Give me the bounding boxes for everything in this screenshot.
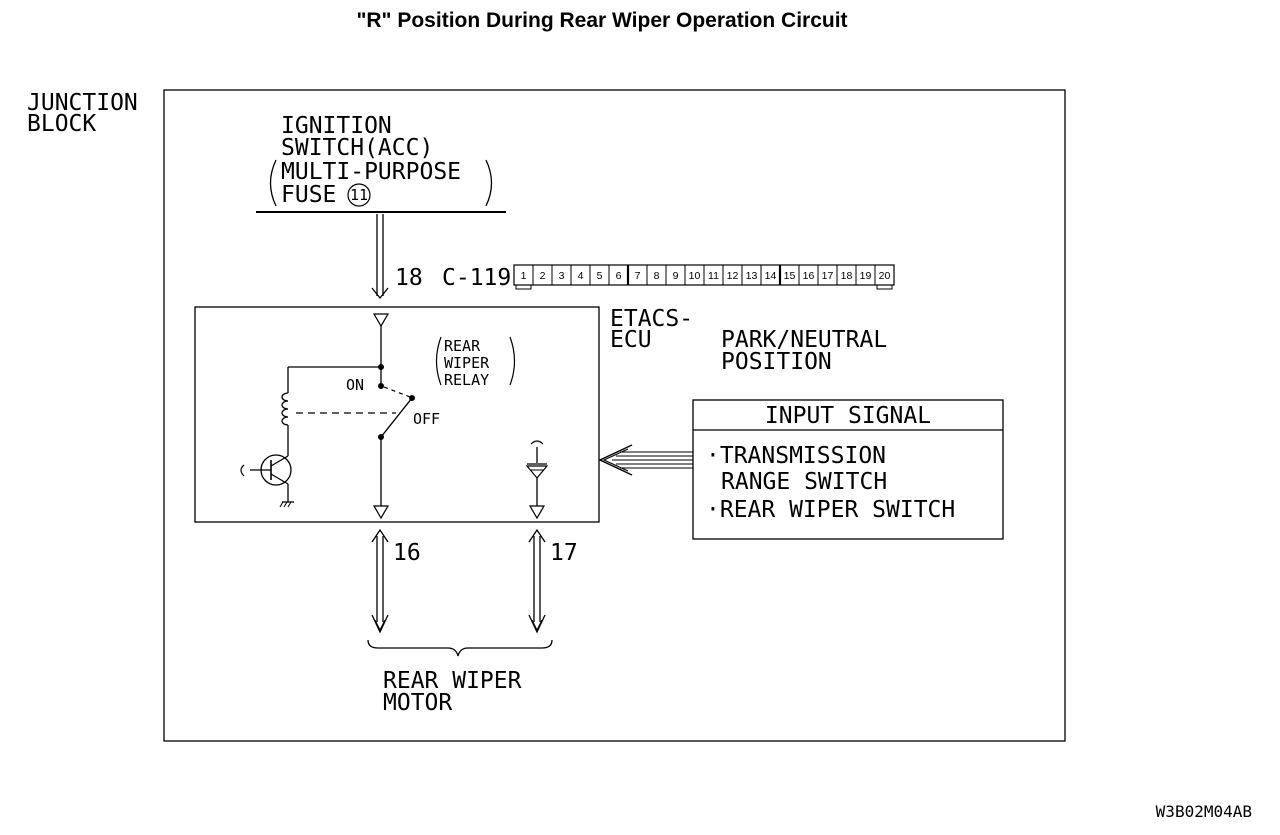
connector-pin: 19	[860, 270, 872, 282]
motor-brace	[367, 639, 553, 657]
connector-pin: 9	[673, 270, 679, 282]
fuse-number: 11	[350, 186, 368, 204]
junction-block-label-line1: JUNCTION	[27, 90, 138, 116]
ignition-line1: IGNITION	[281, 113, 392, 139]
input-signal-header: INPUT SIGNAL	[765, 403, 931, 429]
wire-pin-16	[371, 528, 389, 634]
connector-pin: 15	[784, 270, 796, 282]
connector-pin: 13	[746, 270, 758, 282]
pin-18-label: 18	[395, 265, 423, 291]
relay-label-line2: WIPER	[444, 354, 490, 372]
relay-label: REAR WIPER RELAY	[435, 336, 516, 389]
connector-key	[515, 285, 532, 290]
etacs-ecu-box	[194, 306, 600, 523]
off-contact	[409, 395, 415, 401]
connector-pin: 3	[559, 270, 565, 282]
connector-pin: 1	[521, 270, 527, 282]
ignition-line2: SWITCH(ACC)	[281, 135, 433, 161]
input-signal-item-3: ·REAR WIPER SWITCH	[706, 497, 955, 523]
connector-pin: 12	[727, 270, 739, 282]
wire-pin-17	[528, 528, 546, 634]
connector-pin: 6	[616, 270, 622, 282]
connector-pin: 16	[803, 270, 815, 282]
park-neutral-line2: POSITION	[721, 349, 832, 375]
terminal-16-triangle	[372, 505, 390, 520]
left-paren	[269, 159, 277, 207]
ecu-label-line2: ECU	[610, 327, 652, 353]
rear-wiper-relay-circuit	[240, 326, 415, 508]
wire-pin-18	[371, 214, 389, 300]
fuse-number-circle	[347, 183, 371, 207]
connector-pin: 8	[654, 270, 660, 282]
relay-label-line3: RELAY	[444, 371, 489, 389]
junction-block-label-line2: BLOCK	[27, 111, 96, 137]
diagram-title: "R" Position During Rear Wiper Operation…	[356, 9, 847, 32]
ecu-label-line1: ETACS-	[610, 306, 693, 332]
connector-pin: 14	[765, 270, 777, 282]
switch-on-label: ON	[346, 376, 364, 394]
input-signal-box: INPUT SIGNAL ·TRANSMISSION RANGE SWITCH …	[692, 399, 1004, 540]
right-paren	[485, 159, 493, 207]
connector-pin: 18	[841, 270, 853, 282]
connector-pin: 2	[540, 270, 546, 282]
ignition-switch-label: IGNITION SWITCH(ACC) MULTI-PURPOSE FUSE …	[256, 113, 506, 213]
motor-label-line1: REAR WIPER	[383, 668, 522, 694]
diode-circuit	[525, 440, 549, 506]
terminal-18-triangle	[372, 313, 390, 328]
relay-coil	[281, 392, 289, 426]
junction-block-frame	[163, 89, 1066, 742]
figure-code: W3B02M04AB	[1156, 802, 1252, 821]
ignition-line3: MULTI-PURPOSE	[281, 159, 461, 185]
connector-pin: 4	[578, 270, 584, 282]
pin-17-label: 17	[550, 540, 578, 566]
relay-label-line1: REAR	[444, 337, 481, 355]
pin-16-label: 16	[393, 540, 421, 566]
connector-key	[876, 285, 893, 290]
connector-pin: 7	[635, 270, 641, 282]
park-neutral-line1: PARK/NEUTRAL	[721, 327, 887, 353]
connector-pin: 17	[822, 270, 834, 282]
input-signal-arrow	[598, 444, 693, 476]
connector-pin: 11	[708, 270, 719, 282]
connector-pin: 20	[879, 270, 891, 282]
motor-label-line2: MOTOR	[383, 690, 452, 716]
input-signal-item-1: ·TRANSMISSION	[706, 443, 886, 469]
ignition-line4: FUSE	[281, 182, 336, 208]
diode-icon	[525, 465, 549, 479]
connector-name: C-119	[442, 265, 511, 291]
connector-pin: 5	[597, 270, 603, 282]
terminal-17-triangle	[528, 505, 546, 520]
switch-off-label: OFF	[413, 410, 440, 428]
on-contact	[378, 383, 384, 389]
input-signal-item-2: RANGE SWITCH	[721, 469, 887, 495]
connector-pin: 10	[689, 270, 701, 282]
switch-blade	[380, 397, 413, 438]
